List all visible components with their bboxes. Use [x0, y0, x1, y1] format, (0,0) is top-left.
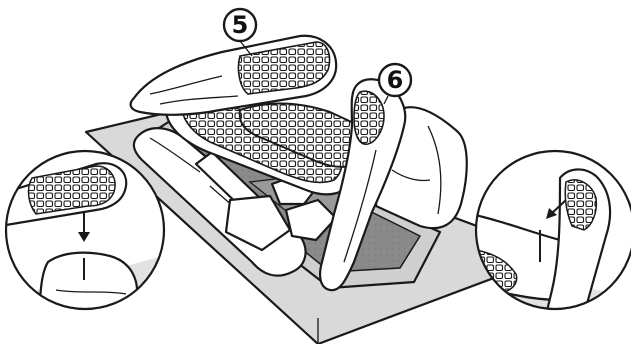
callout-6-label: 6	[387, 66, 404, 94]
callout-5-label: 5	[232, 11, 249, 39]
right-detail-inset	[470, 151, 631, 340]
log-5	[131, 36, 337, 115]
